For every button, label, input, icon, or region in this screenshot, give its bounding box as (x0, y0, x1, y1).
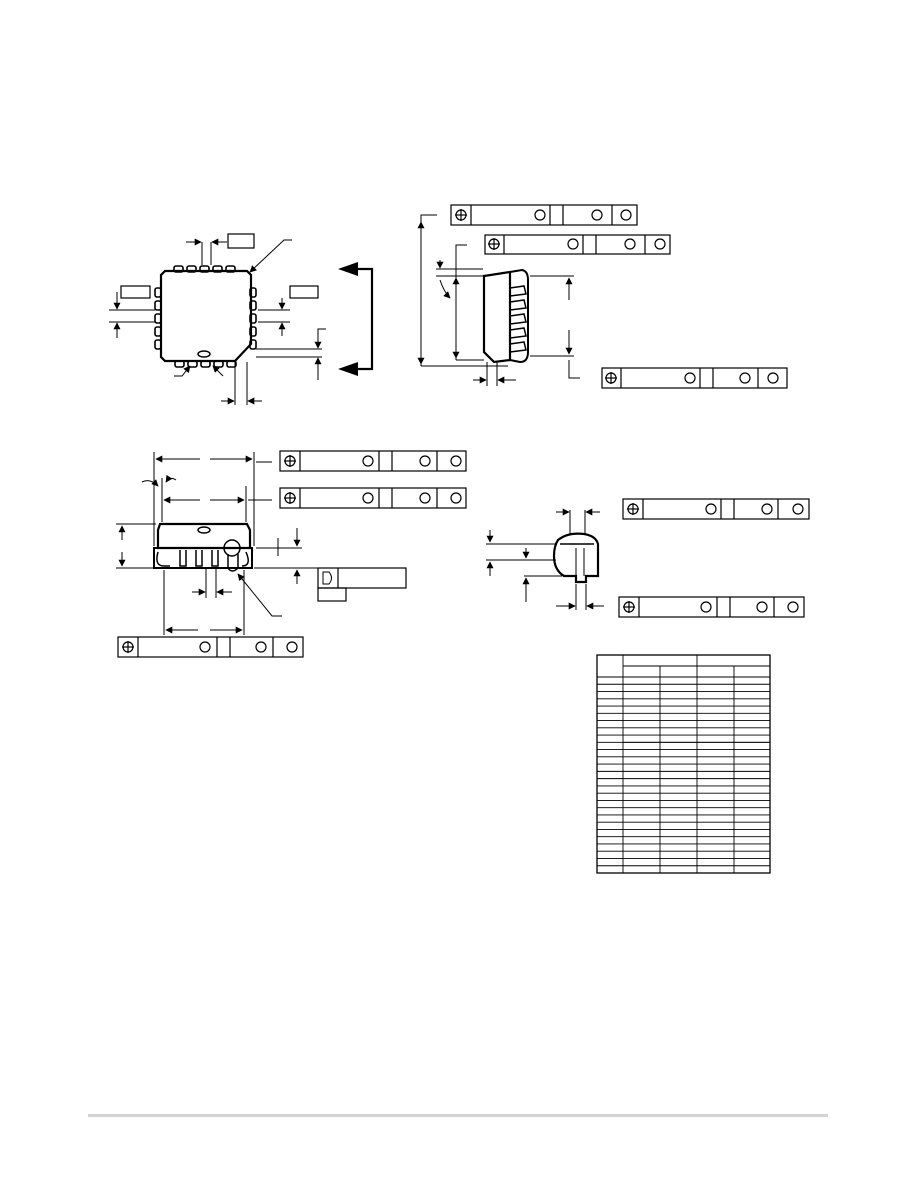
top-view (109, 233, 374, 405)
pin-one-mark (197, 350, 211, 358)
datum-box-top (227, 233, 255, 249)
dimension-table (596, 654, 771, 874)
datum-d-icon (322, 571, 332, 585)
material-condition-circle-icon (739, 372, 751, 384)
datum-box-right (289, 285, 319, 299)
side-leads (509, 285, 527, 353)
front-leads (156, 539, 249, 572)
material-condition-circle-icon (684, 372, 696, 384)
view-arrow-bracket (342, 267, 374, 371)
feature-control-frame-3 (601, 367, 788, 389)
material-condition-circle-icon (624, 238, 636, 250)
feature-control-frame-6 (117, 636, 304, 658)
detail-view (486, 498, 810, 618)
material-condition-circle-icon (591, 209, 603, 221)
datum-box-left (120, 285, 151, 299)
front-view (116, 450, 467, 658)
feature-control-frame-5 (279, 487, 467, 509)
footer-rule (88, 1114, 828, 1117)
feature-control-frame-1 (450, 204, 638, 226)
side-view-right (417, 204, 788, 389)
material-condition-circle-icon (767, 372, 779, 384)
material-condition-circle-icon (567, 238, 579, 250)
flatness-frame (317, 567, 407, 602)
feature-control-frame-2 (484, 234, 671, 255)
feature-control-frame-8 (618, 596, 805, 618)
material-condition-circle-icon (654, 238, 666, 250)
feature-control-frame-4 (279, 450, 467, 472)
side-body (482, 270, 512, 364)
package-body (159, 269, 253, 363)
lead-cross-section (552, 532, 600, 584)
feature-control-frame-7 (622, 498, 810, 520)
material-condition-circle-icon (620, 209, 632, 221)
material-condition-circle-icon (534, 209, 546, 221)
